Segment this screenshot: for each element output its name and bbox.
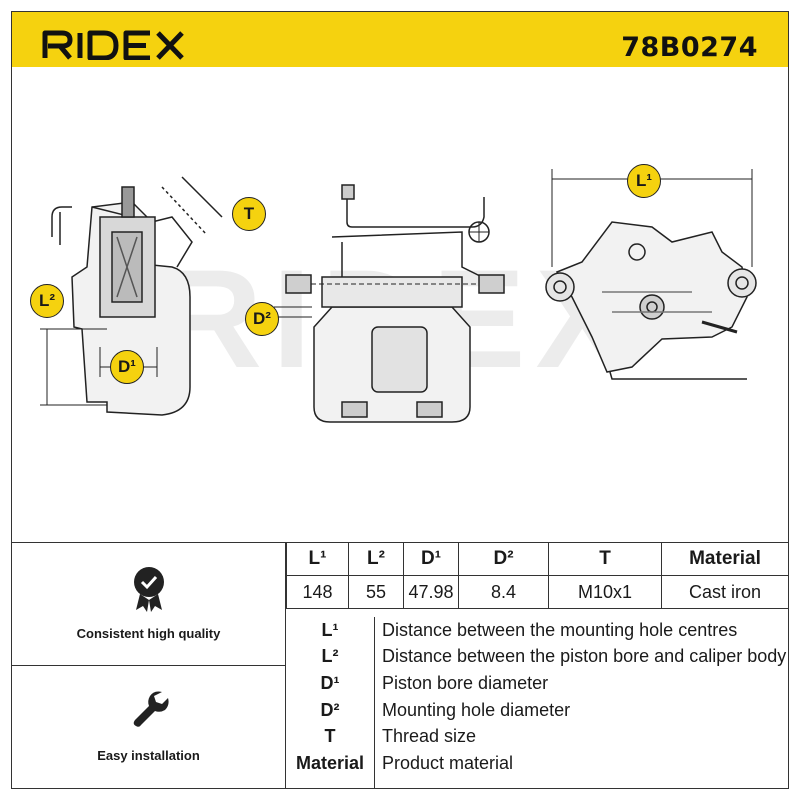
feature-divider: [12, 665, 285, 666]
wrench-icon: [132, 690, 170, 733]
legend-row: Material Product material: [286, 750, 788, 777]
legend-key: L²: [321, 646, 339, 667]
legend-desc: Product material: [382, 752, 514, 773]
legend-row: D² Mounting hole diameter: [286, 697, 788, 724]
legend-key: D²: [320, 699, 340, 720]
dim-badge-l1: L¹: [627, 164, 661, 198]
legend-key: D¹: [320, 672, 340, 693]
header-bar: 78B0274: [12, 12, 788, 67]
quality-badge-icon: [132, 566, 166, 617]
spec-header-l1: L¹: [286, 542, 349, 576]
spec-header-row: L¹ L² D¹ D² T Material: [286, 542, 789, 576]
spec-header-l2: L²: [348, 542, 404, 576]
legend-row: T Thread size: [286, 723, 788, 750]
legend-desc: Mounting hole diameter: [382, 699, 571, 720]
column-divider: [285, 542, 286, 789]
spec-table: L¹ L² D¹ D² T Material 148 55 47.98 8.4 …: [286, 542, 789, 609]
feature-label-quality: Consistent high quality: [76, 626, 221, 641]
page-frame: [11, 11, 789, 789]
legend-desc: Distance between the piston bore and cal…: [382, 646, 787, 667]
feature-label-installation: Easy installation: [97, 748, 200, 763]
spec-header-d1: D¹: [403, 542, 459, 576]
dim-badge-t: T: [232, 197, 266, 231]
spec-value-row: 148 55 47.98 8.4 M10x1 Cast iron: [286, 575, 789, 609]
dimension-legend: L¹ Distance between the mounting hole ce…: [286, 617, 788, 777]
legend-key: T: [324, 726, 336, 747]
legend-row: D¹ Piston bore diameter: [286, 670, 788, 697]
spec-value-t: M10x1: [548, 575, 662, 609]
spec-value-material: Cast iron: [661, 575, 789, 609]
part-number: 78B0274: [621, 32, 758, 63]
caliper-drawing: RIDEX: [40, 169, 757, 423]
spec-header-d2: D²: [458, 542, 549, 576]
dim-badge-d2: D²: [245, 302, 279, 336]
legend-key: L¹: [321, 619, 339, 640]
legend-divider: [374, 617, 375, 789]
spec-value-d2: 8.4: [458, 575, 549, 609]
spec-value-d1: 47.98: [403, 575, 459, 609]
technical-drawing: RIDEX: [12, 67, 788, 542]
legend-desc: Piston bore diameter: [382, 672, 549, 693]
legend-row: L¹ Distance between the mounting hole ce…: [286, 617, 788, 644]
dim-badge-d1: D¹: [110, 350, 144, 384]
legend-desc: Distance between the mounting hole centr…: [382, 619, 738, 640]
spec-header-material: Material: [661, 542, 789, 576]
legend-desc: Thread size: [382, 726, 477, 747]
spec-value-l1: 148: [286, 575, 349, 609]
legend-key: Material: [295, 752, 365, 773]
legend-row: L² Distance between the piston bore and …: [286, 644, 788, 671]
dim-badge-l2: L²: [30, 284, 64, 318]
spec-header-t: T: [548, 542, 662, 576]
brand-logo: [42, 30, 202, 65]
spec-value-l2: 55: [348, 575, 404, 609]
